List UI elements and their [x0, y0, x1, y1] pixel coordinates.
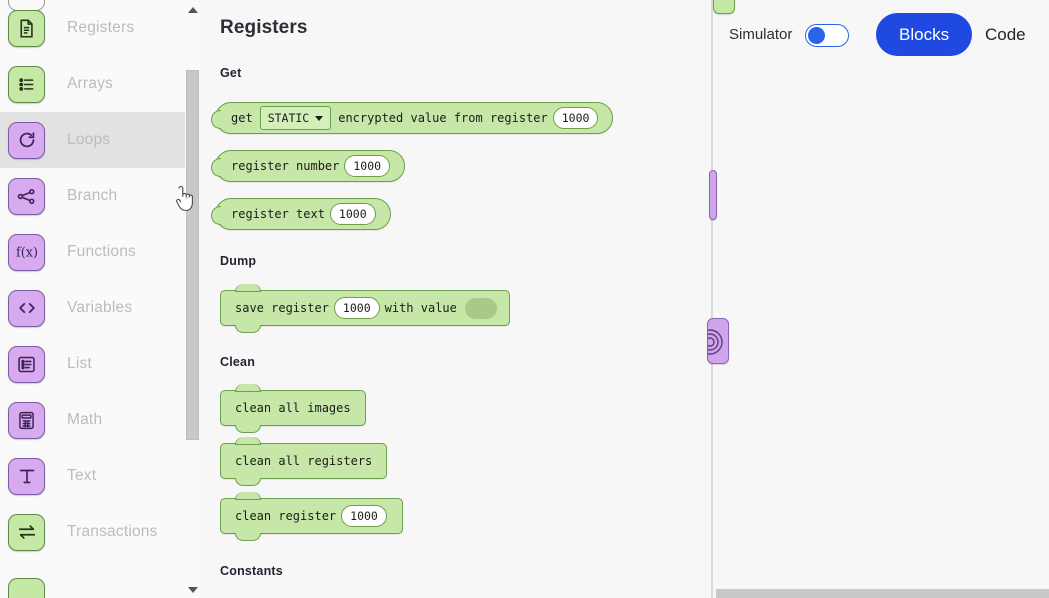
code-tab-button[interactable]: Code — [971, 13, 1040, 56]
workspace-block-partial-3[interactable] — [707, 318, 729, 364]
workspace-horizontal-scrollbar[interactable] — [716, 589, 1049, 598]
block-clean-all-registers[interactable]: clean all registers — [220, 437, 388, 486]
group-label-get: Get — [220, 66, 242, 80]
number-field-register[interactable]: 1000 — [333, 297, 380, 319]
block-text-register-text: register text — [231, 207, 325, 221]
number-field-register[interactable]: 1000 — [329, 203, 376, 225]
blocks-workspace[interactable] — [707, 0, 1049, 598]
sidebar-item-transactions[interactable]: Transactions — [0, 504, 186, 560]
document-icon — [8, 9, 45, 47]
list-icon — [8, 345, 45, 383]
block-text-save-prefix: save register — [235, 301, 329, 315]
code-icon — [8, 289, 45, 327]
toolbox-scrollbar-thumb[interactable] — [186, 70, 199, 440]
block-notch-bottom — [235, 533, 261, 541]
sidebar-item-label: Loops — [67, 131, 111, 148]
workspace-block-partial-1[interactable] — [713, 0, 735, 14]
list-icon — [8, 65, 45, 103]
block-notch-top — [235, 492, 261, 500]
top-toolbar: Simulator Blocks Code — [713, 0, 1049, 70]
block-notch-top — [235, 384, 261, 392]
chevron-down-icon — [315, 115, 324, 121]
blocks-tab-button[interactable]: Blocks — [876, 13, 973, 56]
sidebar-item-text[interactable]: Text — [0, 448, 186, 504]
dropdown-field-static[interactable]: STATIC — [259, 106, 332, 130]
block-notch-bottom — [235, 478, 261, 486]
sidebar-item-label: Arrays — [67, 75, 113, 92]
block-text-clean-all-registers: clean all registers — [235, 454, 373, 468]
block-clean-all-images[interactable]: clean all images — [220, 384, 366, 433]
sidebar-item-list[interactable]: List — [0, 336, 186, 392]
block-notch-bottom — [235, 425, 261, 433]
sidebar-item-arrays[interactable]: Arrays — [0, 56, 186, 112]
block-notch-top — [235, 437, 261, 445]
page-title: Registers — [220, 17, 308, 38]
number-field-register[interactable]: 1000 — [552, 107, 599, 129]
sidebar-item-label: Variables — [67, 299, 133, 316]
dropdown-value: STATIC — [267, 111, 310, 125]
number-field-register[interactable]: 1000 — [344, 155, 391, 177]
sidebar-item-functions[interactable]: f(x) Functions — [0, 224, 186, 280]
block-register-number[interactable]: register number 1000 — [210, 150, 406, 182]
calculator-icon — [8, 401, 45, 439]
block-text-register-number: register number — [231, 159, 340, 173]
block-text-clean-register: clean register — [235, 509, 337, 523]
block-text-get-middle: encrypted value from register — [338, 111, 548, 125]
branch-icon — [8, 177, 45, 215]
sidebar-item-math[interactable]: Math — [0, 392, 186, 448]
function-icon: f(x) — [8, 233, 45, 271]
toolbox-category-list[interactable]: Registers Arrays Loops — [0, 0, 186, 598]
simulator-toggle[interactable] — [805, 24, 849, 47]
block-save-register[interactable]: save register 1000 with value — [220, 284, 510, 333]
category-partial-below — [8, 578, 45, 598]
sidebar-item-label: Functions — [67, 243, 136, 260]
simulator-label: Simulator — [729, 26, 793, 43]
sidebar-item-branch[interactable]: Branch — [0, 168, 186, 224]
triangle-down-icon[interactable] — [186, 582, 199, 598]
sidebar-item-label: Text — [67, 467, 97, 484]
sidebar-item-label: Registers — [67, 19, 135, 36]
block-notch-bottom — [235, 325, 261, 333]
group-label-constants: Constants — [220, 564, 283, 578]
sidebar-item-label: Transactions — [67, 523, 158, 540]
exchange-icon — [8, 513, 45, 551]
block-clean-register[interactable]: clean register 1000 — [220, 492, 403, 541]
block-text-save-suffix: with value — [384, 301, 457, 315]
svg-text:f(x): f(x) — [15, 246, 37, 261]
sidebar-item-registers[interactable]: Registers — [0, 0, 186, 56]
sidebar-item-label: Branch — [67, 187, 118, 204]
block-get-encrypted-value[interactable]: get STATIC encrypted value from register… — [210, 102, 614, 134]
sidebar-item-variables[interactable]: Variables — [0, 280, 186, 336]
block-text-get-prefix: get — [231, 111, 253, 125]
sidebar-item-label: List — [67, 355, 92, 372]
block-notch-top — [235, 284, 261, 292]
text-icon — [8, 457, 45, 495]
sidebar-item-label: Math — [67, 411, 103, 428]
toggle-knob — [808, 27, 825, 44]
group-label-clean: Clean — [220, 355, 256, 369]
block-text-clean-all-images: clean all images — [235, 401, 351, 415]
block-flyout-panel[interactable]: Registers Get get STATIC encrypted value… — [201, 0, 713, 598]
value-input-socket[interactable] — [464, 297, 497, 319]
loop-icon — [8, 121, 45, 159]
sidebar-item-loops[interactable]: Loops — [0, 112, 186, 168]
block-register-text[interactable]: register text 1000 — [211, 198, 391, 230]
group-label-dump: Dump — [220, 254, 257, 268]
triangle-up-icon[interactable] — [186, 2, 199, 18]
workspace-block-partial-2[interactable] — [709, 170, 717, 220]
number-field-register[interactable]: 1000 — [341, 505, 387, 527]
